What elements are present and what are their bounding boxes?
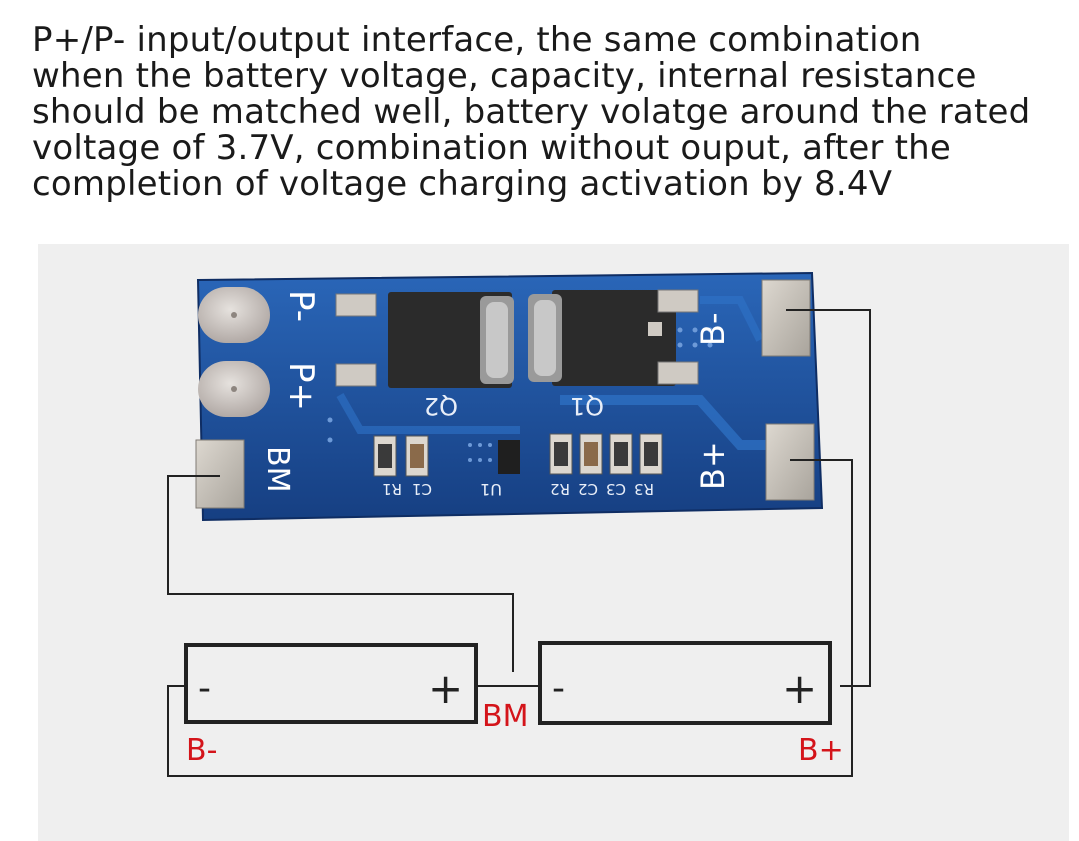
battery-left-plus: + xyxy=(428,664,463,713)
caption-line: completion of voltage charging activatio… xyxy=(32,164,893,204)
silk-r1: R1 xyxy=(382,480,402,498)
caption-text: P+/P- input/output interface, the same c… xyxy=(32,22,1072,202)
b-minus-pad xyxy=(761,279,811,357)
battery-right: - + xyxy=(538,641,832,725)
mosfet-q2 xyxy=(335,292,514,388)
silk-q1: Q1 xyxy=(570,392,604,420)
silk-p-minus: P- xyxy=(281,290,321,322)
caption-line: should be matched well, battery volatge … xyxy=(32,92,1031,132)
silk-b-minus: B- xyxy=(694,313,732,347)
silk-q2: Q2 xyxy=(424,392,458,420)
mosfet-q1 xyxy=(528,289,699,386)
label-bm: BM xyxy=(482,699,528,734)
p-plus-pad xyxy=(198,361,270,417)
battery-left-minus: - xyxy=(198,668,211,709)
silk-c3: C3 xyxy=(606,480,626,498)
silk-c2: C2 xyxy=(578,480,598,498)
caption-line: when the battery voltage, capacity, inte… xyxy=(32,56,977,96)
bm-pad xyxy=(195,439,245,509)
battery-right-plus: + xyxy=(782,664,817,713)
b-plus-pad xyxy=(765,423,815,501)
wiring xyxy=(167,309,871,777)
p-minus-pad xyxy=(198,287,270,343)
silk-r3: R3 xyxy=(634,480,654,498)
silk-u1: U1 xyxy=(480,480,502,499)
battery-right-minus: - xyxy=(552,668,565,709)
label-b-minus: B- xyxy=(186,733,217,768)
smd-components xyxy=(373,433,663,477)
silk-c1: C1 xyxy=(412,480,432,498)
silk-b-plus: B+ xyxy=(694,441,732,490)
silk-p-plus: P+ xyxy=(281,362,321,411)
caption-line: P+/P- input/output interface, the same c… xyxy=(32,20,922,60)
battery-left: - + xyxy=(184,643,478,724)
caption-line: voltage of 3.7V, combination without oup… xyxy=(32,128,952,168)
silk-bm: BM xyxy=(260,446,295,492)
label-b-plus: B+ xyxy=(798,733,844,768)
silk-r2: R2 xyxy=(550,480,570,498)
